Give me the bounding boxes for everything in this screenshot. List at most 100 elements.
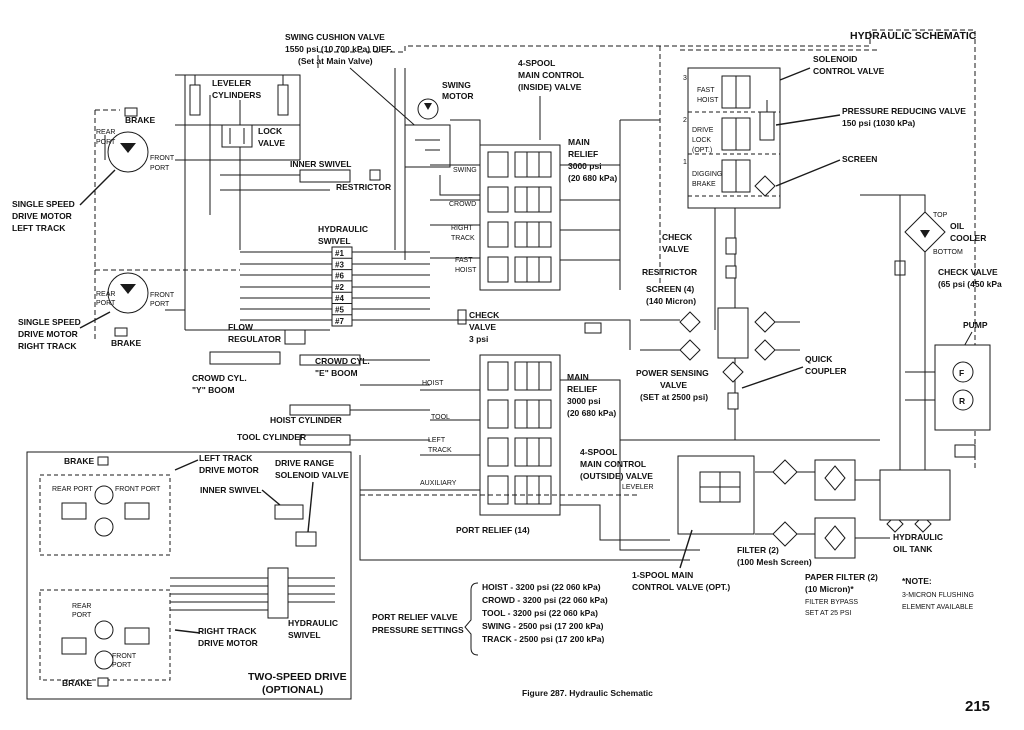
svg-text:CHECK: CHECK (469, 310, 500, 320)
relief-setting: TOOL - 3200 psi (22 060 kPa) (482, 608, 598, 618)
svg-text:PAPER FILTER (2): PAPER FILTER (2) (805, 572, 878, 582)
swivel-port-label: #7 (335, 317, 344, 326)
svg-text:TRACK: TRACK (451, 235, 475, 242)
svg-text:COOLER: COOLER (950, 233, 986, 243)
svg-text:HYDRAULIC: HYDRAULIC (318, 224, 368, 234)
svg-text:FRONT: FRONT (150, 292, 175, 299)
svg-text:HYDRAULIC: HYDRAULIC (893, 532, 943, 542)
check-valve-3psi: CHECK VALVE 3 psi (430, 309, 631, 350)
svg-text:RELIEF: RELIEF (568, 149, 598, 159)
svg-text:BRAKE: BRAKE (692, 181, 716, 188)
swivel-port-label: #2 (335, 283, 344, 292)
svg-text:BRAKE: BRAKE (62, 678, 93, 688)
swivel-port-label: #5 (335, 306, 344, 315)
svg-text:FAST: FAST (455, 257, 473, 264)
figure-caption: Figure 287. Hydraulic Schematic (522, 688, 653, 698)
schematic-title: HYDRAULIC SCHEMATIC (850, 30, 977, 42)
svg-text:FAST: FAST (697, 87, 715, 94)
brake-mid-icon (114, 327, 128, 337)
swivel-port-label: #1 (335, 249, 344, 258)
svg-text:CHECK VALVE: CHECK VALVE (938, 267, 998, 277)
svg-text:(SET at 2500 psi): (SET at 2500 psi) (640, 392, 708, 402)
svg-text:FRONT PORT: FRONT PORT (115, 486, 161, 493)
svg-text:(140 Micron): (140 Micron) (646, 296, 696, 306)
svg-text:SWING CUSHION VALVE: SWING CUSHION VALVE (285, 32, 385, 42)
spool-port-relief (487, 361, 509, 391)
svg-text:SOLENOID: SOLENOID (813, 54, 857, 64)
svg-text:POWER SENSING: POWER SENSING (636, 368, 709, 378)
svg-text:FILTER BYPASS: FILTER BYPASS (805, 599, 858, 606)
svg-text:(10 Micron)*: (10 Micron)* (805, 584, 854, 594)
svg-text:RESTRICTOR: RESTRICTOR (336, 182, 391, 192)
svg-text:VALVE: VALVE (469, 322, 496, 332)
svg-text:DRIVE: DRIVE (692, 127, 714, 134)
svg-text:SWIVEL: SWIVEL (318, 236, 351, 246)
svg-text:PORT: PORT (72, 612, 92, 619)
frame-lines (94, 29, 976, 470)
two-speed-drive-inset: BRAKE LEFT TRACK DRIVE MOTOR INNER SWIVE… (26, 451, 352, 700)
svg-text:AUXILIARY: AUXILIARY (420, 480, 457, 487)
svg-text:MAIN: MAIN (568, 137, 590, 147)
swivel-port-label: #3 (335, 260, 344, 269)
svg-text:VALVE: VALVE (662, 244, 689, 254)
swing-cushion-valve: SWING CUSHION VALVE 1550 psi (10 700 kPa… (285, 32, 481, 196)
svg-text:(Set at Main Valve): (Set at Main Valve) (298, 56, 373, 66)
svg-text:OIL TANK: OIL TANK (893, 544, 933, 554)
spool-section (514, 361, 552, 391)
svg-text:MAIN CONTROL: MAIN CONTROL (518, 70, 584, 80)
svg-text:CROWD CYL.: CROWD CYL. (315, 356, 370, 366)
svg-text:BRAKE: BRAKE (111, 338, 142, 348)
power-sensing-group: CHECK VALVE RESTRICTOR SCREEN (4) (140 M… (620, 232, 880, 441)
svg-text:PORT: PORT (96, 139, 116, 146)
svg-text:DIGGING: DIGGING (692, 171, 722, 178)
svg-text:SCREEN (4): SCREEN (4) (646, 284, 694, 294)
spool-port-relief (487, 475, 509, 505)
svg-text:DRIVE RANGE: DRIVE RANGE (275, 458, 334, 468)
left-track-drive-motor: BRAKE REAR PORT FRONT PORT SINGLE SPEED … (12, 107, 175, 233)
svg-text:LEFT TRACK: LEFT TRACK (199, 453, 253, 463)
svg-text:BRAKE: BRAKE (125, 115, 156, 125)
svg-text:1550 psi (10 700 kPa) DIFF.: 1550 psi (10 700 kPa) DIFF. (285, 44, 393, 54)
svg-text:4-SPOOL: 4-SPOOL (518, 58, 555, 68)
svg-text:(INSIDE) VALVE: (INSIDE) VALVE (518, 82, 582, 92)
svg-text:1: 1 (683, 159, 687, 166)
svg-text:CYLINDERS: CYLINDERS (212, 90, 261, 100)
svg-text:DRIVE MOTOR: DRIVE MOTOR (12, 211, 72, 221)
svg-text:MAIN: MAIN (567, 372, 589, 382)
svg-text:REAR PORT: REAR PORT (52, 486, 93, 493)
spool-section (514, 437, 552, 467)
pump: PUMP F R (905, 320, 991, 458)
svg-text:LEVELER: LEVELER (212, 78, 251, 88)
note: *NOTE: 3-MICRON FLUSHING ELEMENT AVAILAB… (902, 576, 974, 611)
svg-text:MAIN CONTROL: MAIN CONTROL (580, 459, 646, 469)
spool-port-relief (487, 399, 509, 429)
svg-text:CHECK: CHECK (662, 232, 693, 242)
svg-text:PORT: PORT (150, 301, 170, 308)
svg-text:PUMP: PUMP (963, 320, 988, 330)
spool-section (514, 256, 552, 283)
svg-text:1-SPOOL MAIN: 1-SPOOL MAIN (632, 570, 693, 580)
svg-text:RIGHT TRACK: RIGHT TRACK (198, 626, 257, 636)
svg-text:3-MICRON FLUSHING: 3-MICRON FLUSHING (902, 592, 974, 599)
svg-text:PORT: PORT (112, 662, 132, 669)
svg-text:PRESSURE SETTINGS: PRESSURE SETTINGS (372, 625, 464, 635)
svg-text:MOTOR: MOTOR (442, 91, 473, 101)
svg-text:"E" BOOM: "E" BOOM (315, 368, 358, 378)
svg-text:FRONT: FRONT (112, 653, 137, 660)
svg-text:LEFT: LEFT (428, 437, 446, 444)
svg-text:(20 680 kPa): (20 680 kPa) (568, 173, 617, 183)
main-control-inside-valve: 4-SPOOL MAIN CONTROL (INSIDE) VALVE MAIN… (430, 58, 660, 291)
svg-text:RELIEF: RELIEF (567, 384, 597, 394)
flow-regulator: FLOW REGULATOR CROWD CYL. "E" BOOM CROWD… (192, 322, 430, 446)
spool-section (514, 151, 552, 178)
solenoid-control-valve: FAST HOIST DRIVE LOCK (OPT.) DIGGING BRA… (683, 54, 966, 440)
oil-cooler: TOP OIL COOLER BOTTOM CHECK VALVE (65 ps… (860, 194, 1002, 520)
svg-text:TOP: TOP (933, 212, 948, 219)
svg-text:BOTTOM: BOTTOM (933, 249, 963, 256)
svg-text:HOIST: HOIST (455, 267, 477, 274)
svg-text:REAR: REAR (72, 603, 91, 610)
svg-text:150 psi (1030 kPa): 150 psi (1030 kPa) (842, 118, 915, 128)
svg-text:TOOL: TOOL (431, 414, 450, 421)
svg-text:RIGHT: RIGHT (451, 225, 474, 232)
